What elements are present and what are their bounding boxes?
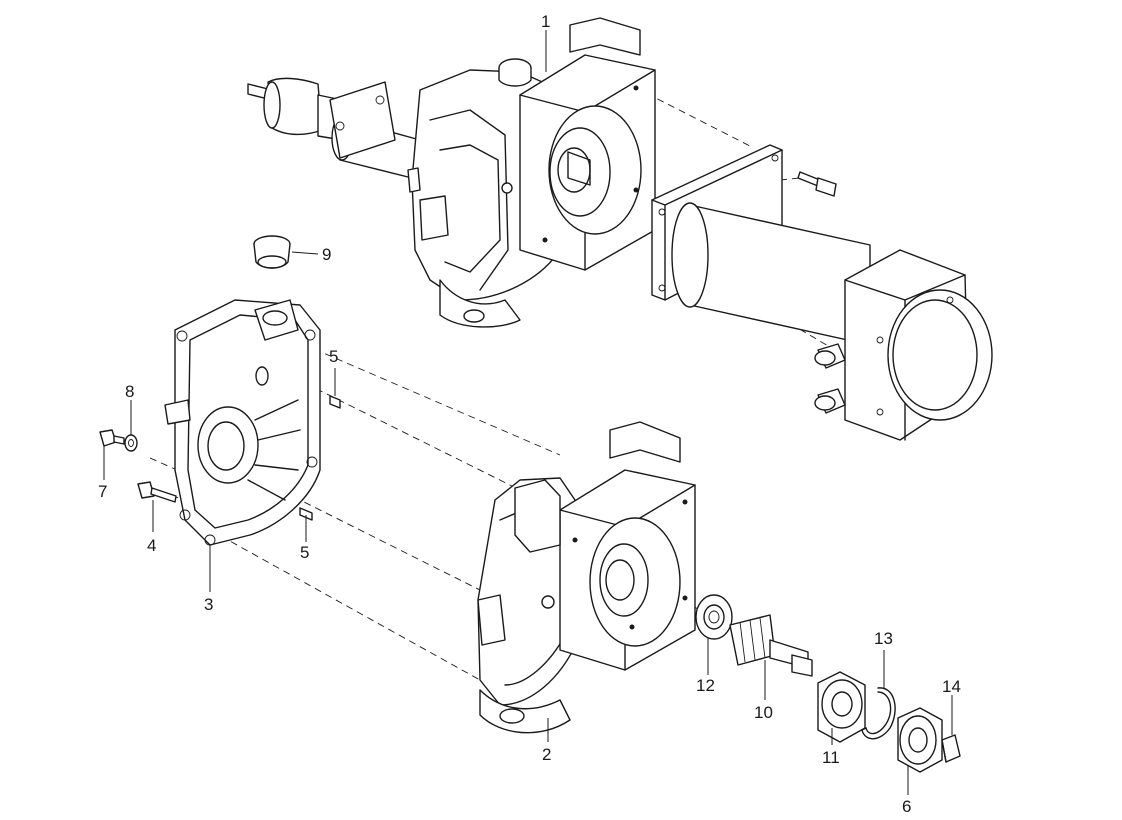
callout-12: 12 xyxy=(696,676,715,695)
callout-14: 14 xyxy=(942,677,961,696)
part-3-cover-plate xyxy=(164,299,321,546)
part-12-bearing xyxy=(695,594,733,640)
part-9-cap xyxy=(253,235,291,269)
callout-5-upper: 5 xyxy=(329,347,338,366)
callout-1: 1 xyxy=(541,12,550,31)
part-5-dowel-pin-upper xyxy=(329,395,341,409)
part-7-bolt xyxy=(99,429,125,447)
gearbox-assembly-top xyxy=(247,17,656,328)
motor-terminal-bolt-2 xyxy=(814,388,846,414)
callout-13: 13 xyxy=(874,629,893,648)
part-8-washer xyxy=(124,434,138,452)
part-10-pinion-shaft xyxy=(729,614,813,677)
motor-terminal-bolt-1 xyxy=(814,343,846,369)
callout-3: 3 xyxy=(204,595,213,614)
motor-assembly xyxy=(651,144,993,441)
callout-7: 7 xyxy=(98,482,107,501)
part-5-dowel-pin-lower xyxy=(299,507,313,521)
callout-8: 8 xyxy=(125,382,134,401)
leader-lines xyxy=(103,30,953,795)
callout-2: 2 xyxy=(542,745,551,764)
callout-10: 10 xyxy=(754,703,773,722)
callout-5-lower: 5 xyxy=(300,543,309,562)
part-14-key xyxy=(941,734,961,763)
part-2-gearbox-housing xyxy=(477,421,696,734)
part-13-snap-ring xyxy=(861,687,896,740)
callout-11: 11 xyxy=(822,748,840,767)
part-4-bolt xyxy=(137,481,177,503)
motor-flange-bolt xyxy=(797,171,837,197)
callout-4: 4 xyxy=(147,536,156,555)
part-6-bearing-seal xyxy=(897,707,943,773)
callout-9: 9 xyxy=(322,245,331,264)
callout-6: 6 xyxy=(902,797,911,816)
part-11-bearing xyxy=(817,671,866,743)
callout-labels: 1 2 3 4 5 5 6 7 8 9 10 11 12 13 14 xyxy=(98,12,961,816)
